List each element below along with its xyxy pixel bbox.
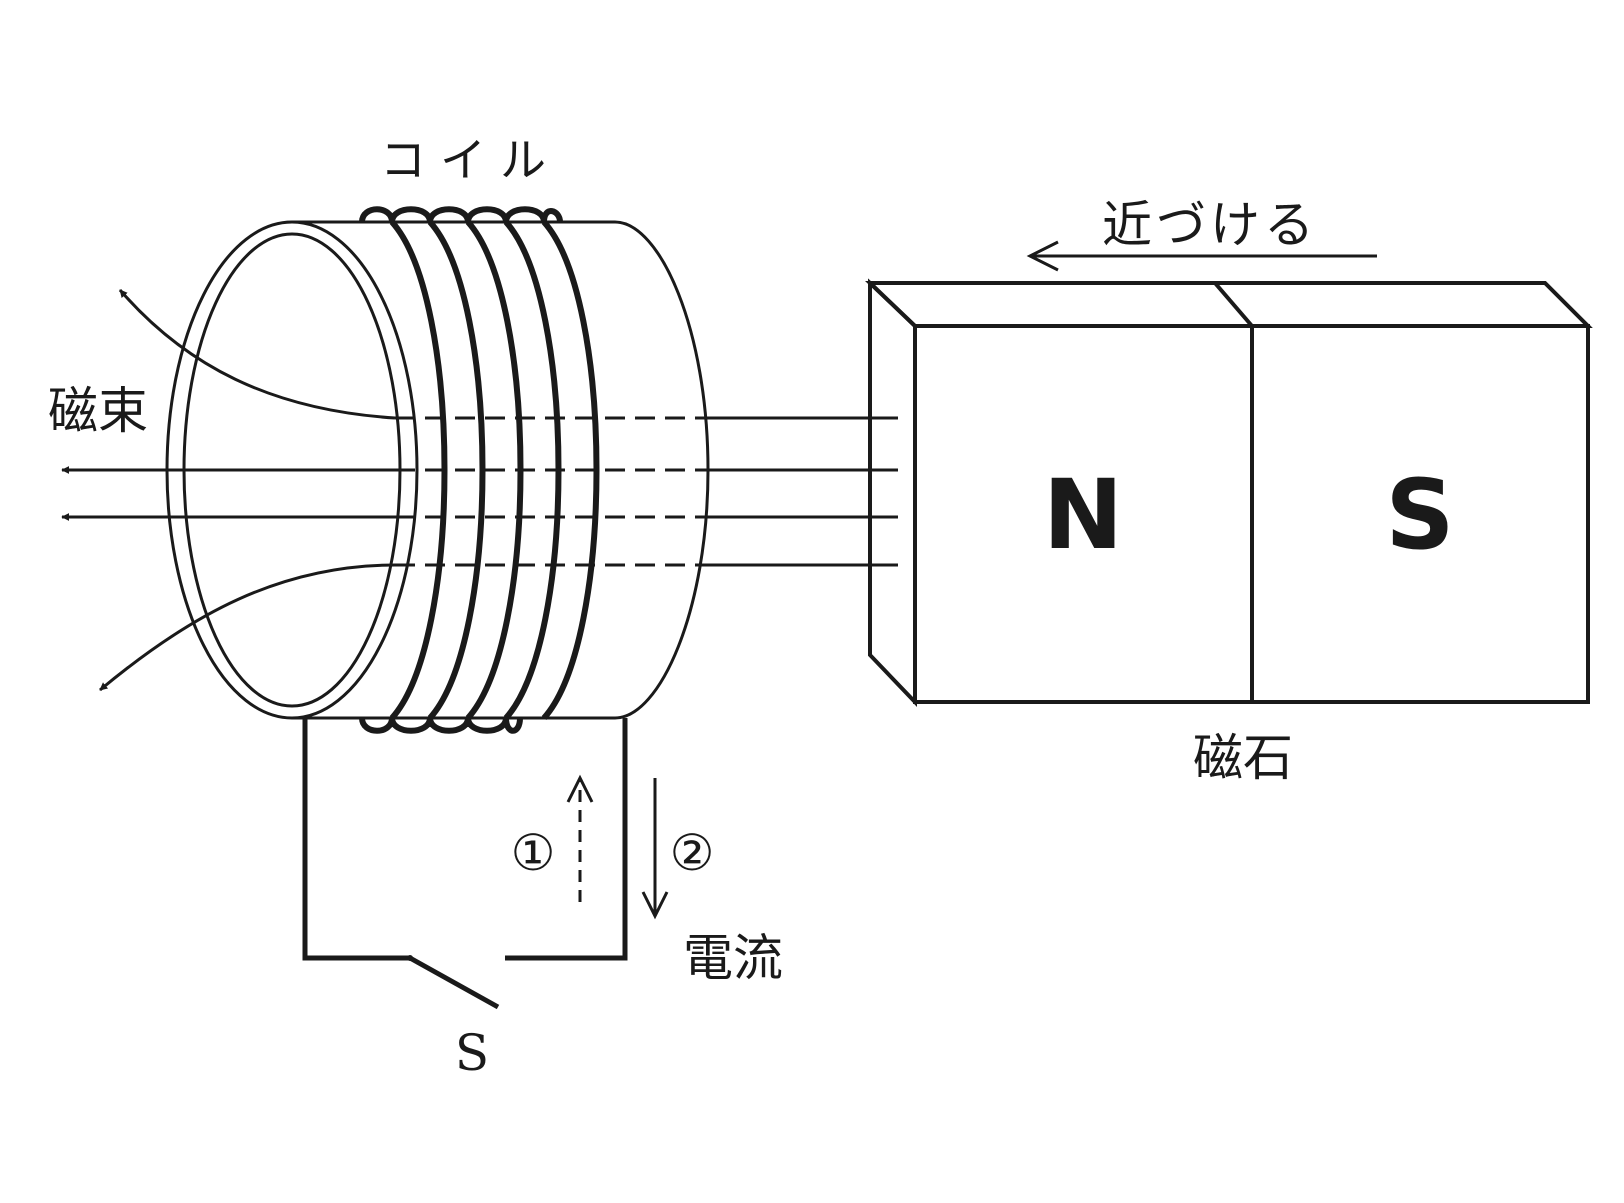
magnet-left-face [868,278,917,707]
magnet-label: 磁石 [1193,729,1293,787]
flux-lines [61,289,898,692]
winding-5 [541,220,600,720]
switch-label: S [455,1024,489,1082]
current-label: 電流 [683,929,783,987]
switch-lever [408,955,500,1010]
winding-2 [427,220,486,720]
magnet-top-divider [1213,281,1254,328]
current-dir-2-label: ② [670,824,715,882]
flux-line-1-left [118,289,396,420]
winding-3 [465,220,524,720]
winding-bottom-loops [359,717,523,734]
south-pole-label: S [1385,459,1454,571]
current-arrow-2-head [641,891,669,920]
coil-label: コイル [380,133,560,187]
circuit [302,718,628,1010]
circuit-wire-left [302,718,410,961]
current-dir-1-label: ① [511,824,556,882]
winding-4 [503,220,562,720]
bar-magnet [865,278,1593,707]
coil-windings [359,206,600,734]
winding-top-loops [359,206,563,223]
flux-line-4-left [99,563,396,692]
current-arrow-1 [566,774,594,902]
winding-1 [389,220,448,720]
current-arrow-2 [641,778,669,920]
magnet-top-face [865,281,1593,328]
approach-arrow [1026,240,1377,272]
cylinder-back-rim [614,220,710,720]
current-arrow-1-head [566,774,594,803]
north-pole-label: N [1043,459,1123,571]
switch-pivot [407,955,413,961]
approach-arrow-head [1026,240,1059,272]
circuit-wire-right [505,718,628,961]
approach-label: 近づける [1102,196,1318,254]
flux-label: 磁束 [48,382,148,440]
